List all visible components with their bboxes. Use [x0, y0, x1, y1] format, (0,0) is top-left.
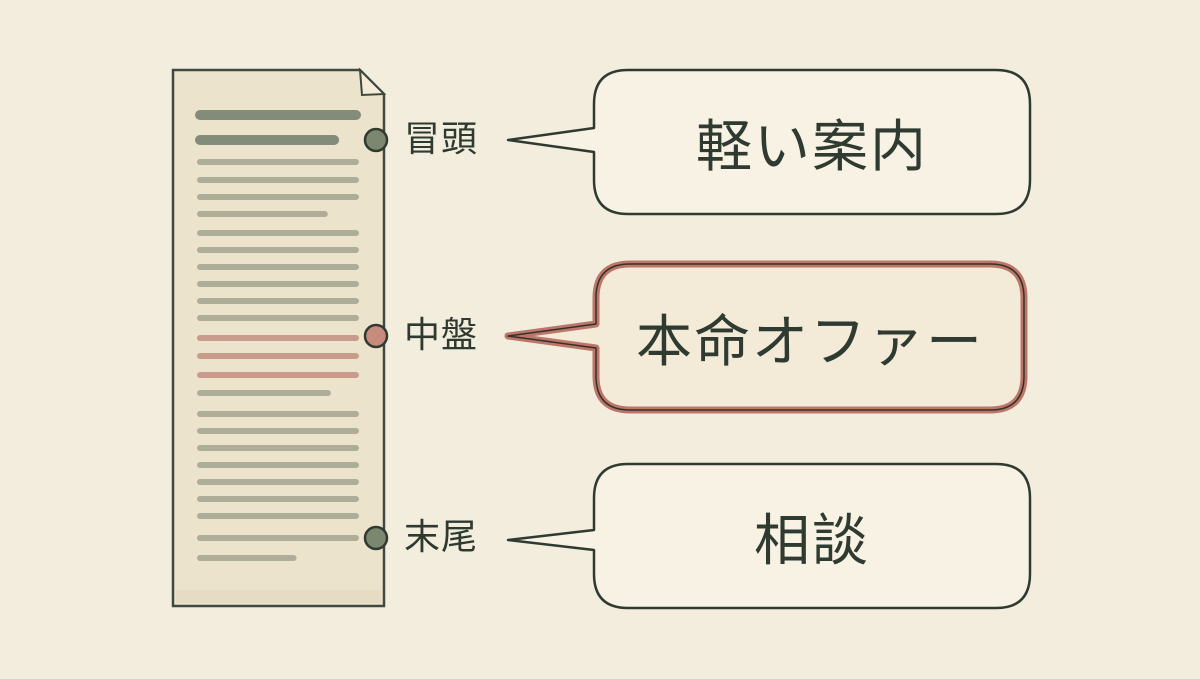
section-bottom-connector	[363, 525, 389, 551]
bubble-top-shape	[506, 68, 1032, 216]
document-lines	[195, 110, 361, 561]
bubble-middle-outline	[507, 263, 1025, 411]
section-middle-connector	[363, 323, 389, 349]
section-top-connector	[363, 127, 389, 153]
document-page-shading	[176, 590, 381, 603]
section-middle-label: 中盤	[404, 315, 479, 356]
section-bottom-label: 末尾	[404, 517, 479, 558]
bubble-middle-text: 本命オファー	[636, 309, 984, 375]
section-bottom-marker-icon	[363, 525, 389, 551]
section-top-marker-icon	[363, 127, 389, 153]
bubble-bottom-shape	[506, 462, 1032, 610]
page-fold-icon	[358, 67, 387, 97]
bubble-top-text: 軽い案内	[696, 114, 928, 180]
section-top-label: 冒頭	[404, 119, 479, 160]
bubble-bottom-text: 相談	[754, 508, 870, 574]
section-middle-marker-icon	[363, 323, 389, 349]
